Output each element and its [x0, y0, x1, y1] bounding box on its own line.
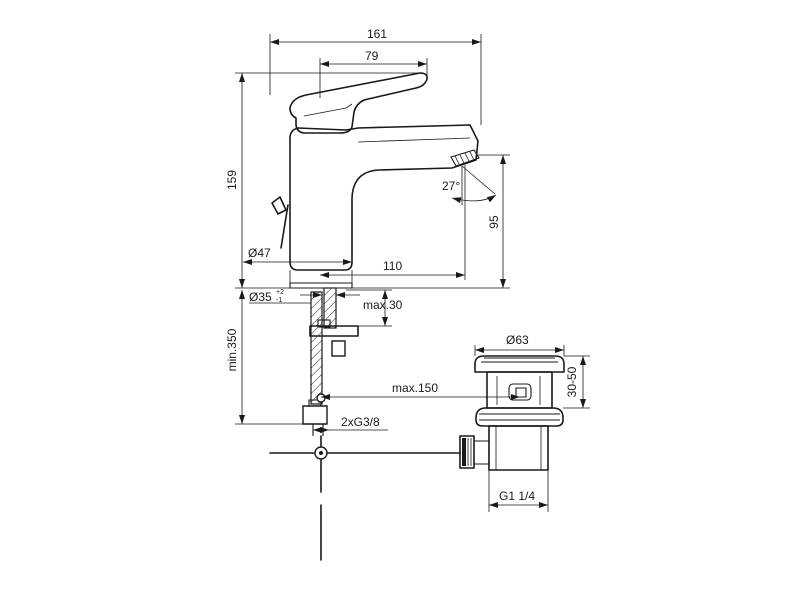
dim-hose-length: min.350: [225, 328, 239, 371]
mounting-nut: [331, 340, 346, 357]
mixer-tap: [271, 72, 480, 436]
dim-deck-thickness: max.30: [363, 298, 403, 312]
dim-waste-thread: G1 1/4: [499, 489, 535, 503]
dim-hole-tolerance-minus: -1: [276, 297, 282, 304]
lock-nut: [475, 407, 564, 427]
waste-tail: [488, 425, 549, 471]
dim-spout-height: 95: [487, 215, 501, 229]
popup-rod: [280, 204, 289, 249]
tap-body: [289, 124, 479, 271]
clamp-plate: [309, 325, 359, 337]
dim-waste-height: 30-50: [565, 366, 579, 397]
dim-overall-height: 159: [225, 170, 239, 190]
rod-sleeve: [459, 435, 475, 469]
dim-popup-rod-length: max.150: [392, 381, 438, 395]
aerator: [450, 149, 480, 167]
mounting-stud: [323, 287, 337, 329]
dim-waste-diameter: Ø63: [506, 333, 529, 347]
dimension-lines: [235, 34, 590, 512]
dim-connection-thread: 2xG3/8: [341, 415, 380, 429]
base-plate: [289, 282, 353, 289]
waste-flange: [474, 355, 565, 373]
overflow-slot: [508, 383, 532, 401]
dim-overall-width: 161: [367, 27, 387, 41]
popup-knob: [271, 196, 287, 215]
dim-spout-angle: 27°: [442, 179, 460, 193]
dim-hole-diameter: Ø35: [249, 290, 272, 304]
dimension-labels: 161 79 159 Ø47 110 95 27° Ø35 +2 -1 max.…: [225, 27, 579, 503]
lever-handle: [289, 72, 428, 134]
dim-base-diameter: Ø47: [248, 246, 271, 260]
flex-hose: [310, 291, 323, 405]
dim-hole-tolerance-plus: +2: [276, 289, 284, 296]
dim-spout-reach: 110: [383, 259, 402, 273]
popup-rod-end: [316, 393, 326, 403]
hose-fitting: [302, 405, 328, 425]
dim-lever-offset: 79: [365, 49, 379, 63]
